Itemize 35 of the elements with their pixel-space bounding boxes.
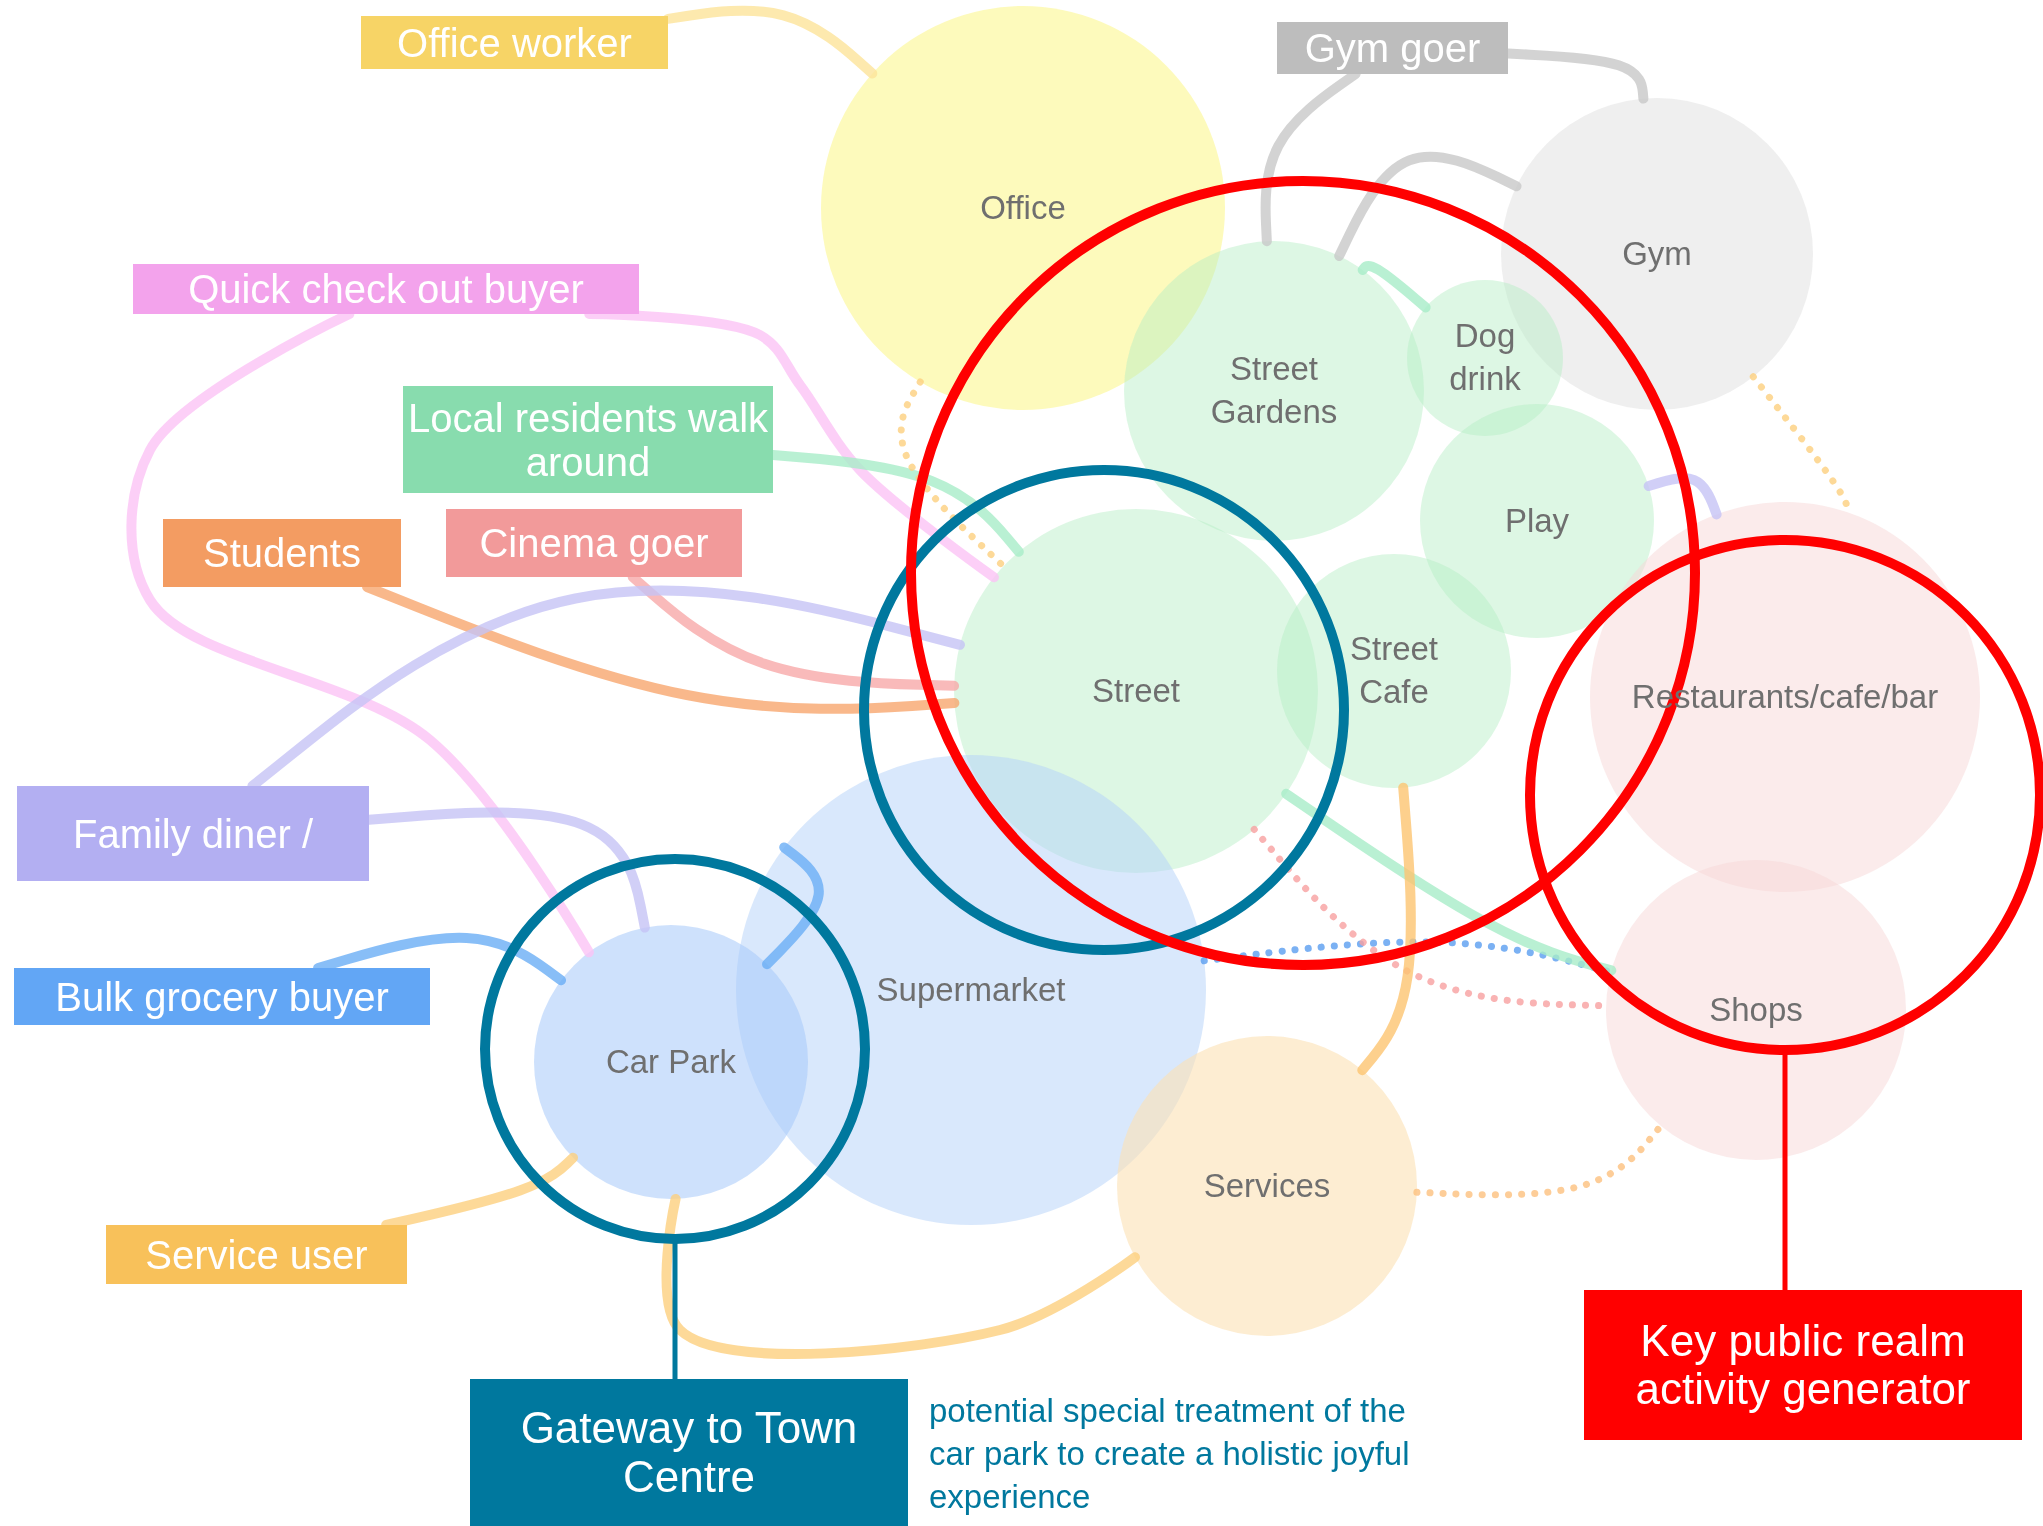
place-label: Gym xyxy=(1622,233,1692,274)
place-label: Services xyxy=(1203,1165,1331,1206)
place-label: Street Cafe xyxy=(1348,629,1439,712)
connector-line xyxy=(1357,782,1416,1076)
place-label: Car Park xyxy=(605,1041,737,1082)
persona-tag: Service user xyxy=(106,1225,407,1284)
connector-line xyxy=(663,5,878,79)
callout-box: Key public realm activity generator xyxy=(1584,1290,2022,1440)
connector-line xyxy=(1357,260,1431,313)
place-label: Shops xyxy=(1709,989,1803,1030)
connector-line xyxy=(661,1193,1140,1359)
connector-line xyxy=(313,932,567,986)
persona-tag: Quick check out buyer xyxy=(133,264,639,314)
place-label: Play xyxy=(1504,500,1570,541)
place-label: Dog drink xyxy=(1448,316,1522,399)
persona-tag: Local residents walk around xyxy=(403,386,773,493)
persona-tag: Gym goer xyxy=(1277,22,1508,74)
persona-tag: Office worker xyxy=(361,16,668,69)
callout-box: Gateway to Town Centre xyxy=(470,1379,908,1526)
connector-line xyxy=(1643,473,1722,520)
place-label: Street xyxy=(1091,670,1180,711)
place-label: Street Gardens xyxy=(1209,349,1339,432)
persona-tag: Family diner / xyxy=(17,786,369,881)
connector-line xyxy=(584,309,999,583)
place-label: Supermarket xyxy=(876,969,1066,1010)
note-text: potential special treatment of the car park to create a holistic joyful experience xyxy=(929,1391,1411,1517)
persona-tag: Cinema goer xyxy=(446,509,742,577)
persona-tag: Students xyxy=(163,519,401,587)
leader-line xyxy=(1782,1052,1788,1293)
connector-line xyxy=(1334,151,1522,261)
leader-line xyxy=(672,1241,678,1382)
dotted-connector xyxy=(897,378,1007,570)
place-label: Office xyxy=(980,187,1066,228)
persona-tag: Bulk grocery buyer xyxy=(14,968,430,1025)
connector-line xyxy=(1281,788,1617,976)
